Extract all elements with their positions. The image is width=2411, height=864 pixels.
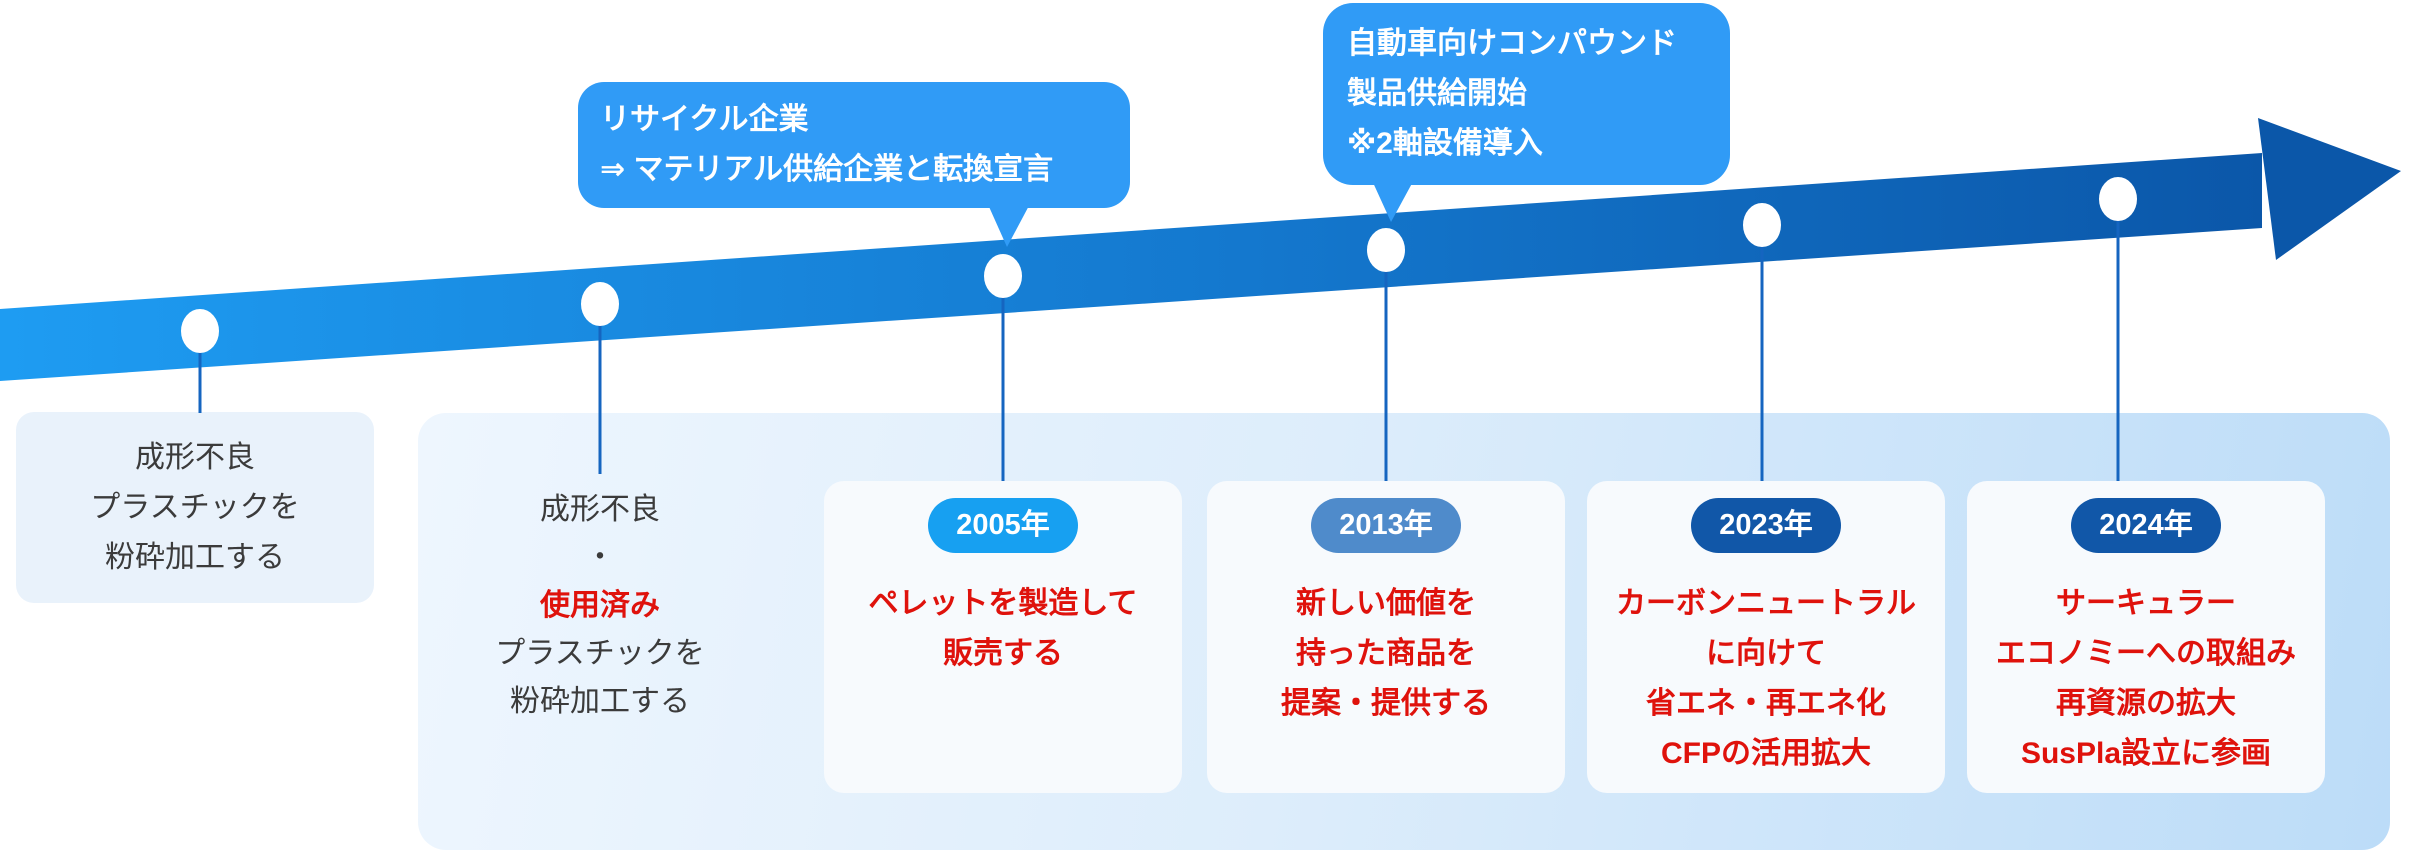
callout-line: 製品供給開始 <box>1347 77 1527 110</box>
year-badge: 2013年 <box>1311 498 1461 553</box>
event-card-2024: 2024年 サーキュラー エコノミーへの取組み 再資源の拡大 SusPla設立に… <box>1967 481 2325 793</box>
event-line: ペレットを製造して <box>868 587 1138 620</box>
event-line: 新しい価値を <box>1296 587 1476 620</box>
callout-automotive-compound: 自動車向けコンパウンド 製品供給開始 ※2軸設備導入 <box>1323 3 1730 185</box>
event-card-body: サーキュラー エコノミーへの取組み 再資源の拡大 SusPla設立に参画 <box>1967 579 2325 779</box>
era2-line: 成形不良 <box>540 493 660 526</box>
event-line: 省エネ・再エネ化 <box>1646 687 1886 720</box>
era1-line: 成形不良 <box>135 440 255 474</box>
event-card-2013: 2013年 新しい価値を 持った商品を 提案・提供する <box>1207 481 1565 793</box>
callout-line: リサイクル企業 <box>600 103 809 136</box>
era2-text-block: 成形不良 ・ 使用済み プラスチックを 粉砕加工する <box>450 486 750 726</box>
year-badge: 2023年 <box>1691 498 1841 553</box>
era1-card: 成形不良 プラスチックを 粉砕加工する <box>16 412 374 603</box>
event-line: カーボンニュートラル <box>1616 587 1916 620</box>
callout-recycle-company: リサイクル企業 ⇒ マテリアル供給企業と転換宣言 <box>578 82 1130 208</box>
era1-line: プラスチックを <box>90 490 300 524</box>
callout-line: ⇒ マテリアル供給企業と転換宣言 <box>600 153 1054 186</box>
event-card-body: 新しい価値を 持った商品を 提案・提供する <box>1207 579 1565 729</box>
event-line: SusPla設立に参画 <box>2020 737 2272 770</box>
era2-line: プラスチックを <box>495 637 705 670</box>
event-card-body: カーボンニュートラル に向けて 省エネ・再エネ化 CFPの活用拡大 <box>1587 579 1945 779</box>
event-line: 提案・提供する <box>1281 687 1491 720</box>
era2-line: ・ <box>585 541 615 574</box>
timeline-dot-1 <box>181 309 219 353</box>
event-line: CFPの活用拡大 <box>1661 737 1871 770</box>
timeline-band <box>0 153 2262 381</box>
era1-line: 粉砕加工する <box>105 540 285 574</box>
event-line: 販売する <box>943 637 1063 670</box>
event-card-2023: 2023年 カーボンニュートラル に向けて 省エネ・再エネ化 CFPの活用拡大 <box>1587 481 1945 793</box>
event-line: 持った商品を <box>1296 637 1476 670</box>
callout-line: 自動車向けコンパウンド <box>1347 27 1677 60</box>
event-line: に向けて <box>1706 637 1826 670</box>
timeline-dot-3 <box>984 254 1022 298</box>
era2-line: 粉砕加工する <box>510 685 690 718</box>
arrowhead-icon <box>2258 118 2401 260</box>
year-badge: 2005年 <box>928 498 1078 553</box>
event-line: サーキュラー <box>2056 587 2236 620</box>
timeline-dot-2 <box>581 282 619 326</box>
event-line: エコノミーへの取組み <box>1996 637 2296 670</box>
timeline-dot-4 <box>1367 228 1405 272</box>
event-card-body: ペレットを製造して 販売する <box>824 579 1182 679</box>
timeline-dot-5 <box>1743 203 1781 247</box>
timeline-dot-6 <box>2099 177 2137 221</box>
callout-line: ※2軸設備導入 <box>1347 127 1543 160</box>
event-card-2005: 2005年 ペレットを製造して 販売する <box>824 481 1182 793</box>
event-line: 再資源の拡大 <box>2056 687 2236 720</box>
year-badge: 2024年 <box>2071 498 2221 553</box>
era2-line-emphasized: 使用済み <box>540 589 660 622</box>
